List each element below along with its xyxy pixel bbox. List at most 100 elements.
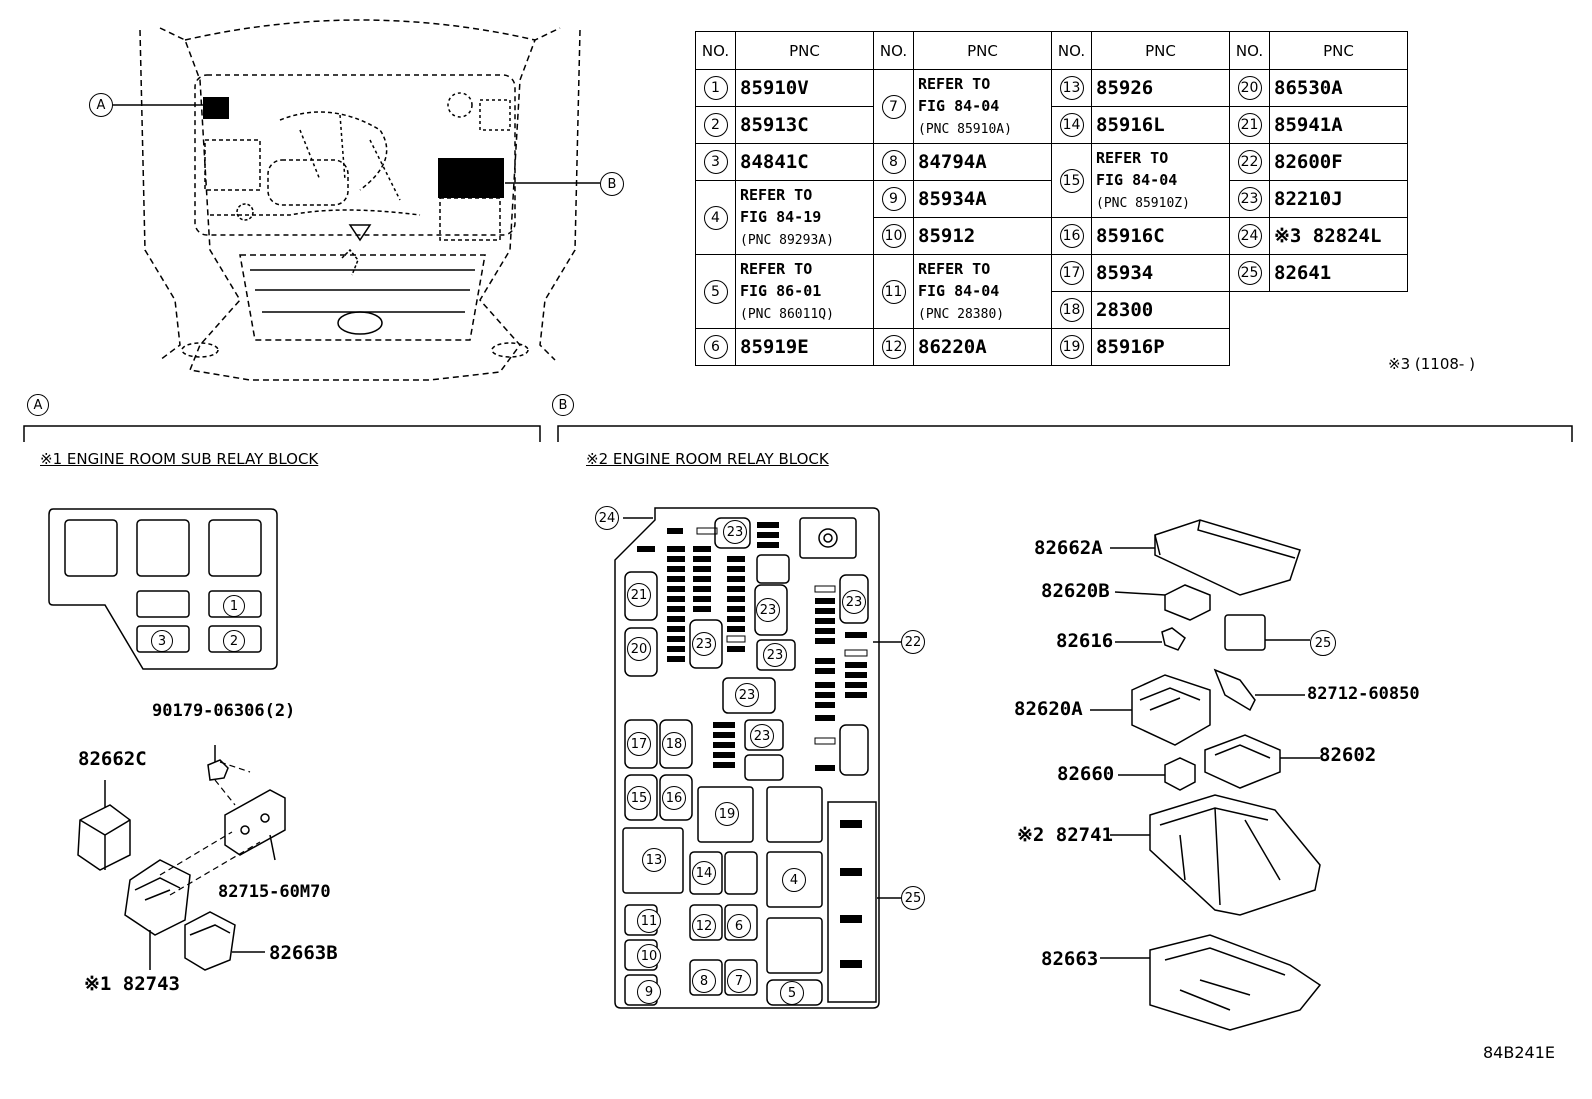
section-b-letter: B xyxy=(552,394,574,416)
pnc-value: 85919E xyxy=(735,328,874,366)
sub-relay-block-diagram xyxy=(48,508,278,670)
relay-block-item-23: 23 xyxy=(842,590,866,614)
sub-relay-parts-illustration xyxy=(77,745,286,971)
row-number: 20 xyxy=(1237,76,1262,100)
pnc-value: 85912 xyxy=(913,217,1052,255)
relay-block-item-21: 21 xyxy=(627,583,651,607)
figure-id: 84B241E xyxy=(1483,1043,1555,1062)
relay-block-item-23: 23 xyxy=(763,643,787,667)
row-number: 12 xyxy=(881,335,906,359)
relay-block-parts-illustration xyxy=(1090,519,1322,1031)
part-label-82616: 82616 xyxy=(1056,630,1114,652)
relay-block-item-9: 9 xyxy=(637,980,661,1004)
part-label-82663b: 82663B xyxy=(269,942,338,964)
part-label-82620b: 82620B xyxy=(1041,580,1110,602)
pnc-value: 82210J xyxy=(1269,180,1408,218)
table-header-no: NO. xyxy=(873,31,914,70)
row-number: 13 xyxy=(1059,76,1084,100)
relay-block-item-17: 17 xyxy=(627,732,651,756)
row-number: 17 xyxy=(1059,261,1084,285)
row-number: 10 xyxy=(881,224,906,248)
pnc-value: 82641 xyxy=(1269,254,1408,292)
part-label-82663: 82663 xyxy=(1041,948,1099,970)
relay-block-item-8: 8 xyxy=(692,969,716,993)
row-number: 21 xyxy=(1237,113,1262,137)
row-number: 6 xyxy=(703,335,728,359)
relay-block-item-23: 23 xyxy=(750,724,774,748)
row-number: 5 xyxy=(703,279,728,304)
row-number: 18 xyxy=(1059,298,1084,322)
relay-block-item-16: 16 xyxy=(662,786,686,810)
pnc-table: NO. PNC NO. PNC NO. PNC NO. PNC 1 85910V… xyxy=(695,31,1408,366)
relay-block-item-23: 23 xyxy=(723,520,747,544)
pnc-value: 85916C xyxy=(1091,217,1230,255)
row-number: 4 xyxy=(703,205,728,230)
row-number: 14 xyxy=(1059,113,1084,137)
row-number: 24 xyxy=(1237,224,1262,248)
row-number: 1 xyxy=(703,76,728,100)
relay-block-item-7: 7 xyxy=(727,969,751,993)
relay-block-item-18: 18 xyxy=(662,732,686,756)
pnc-value: 85916P xyxy=(1091,328,1230,366)
relay-block-item-24: 24 xyxy=(595,506,619,530)
relay-block-item-23: 23 xyxy=(735,683,759,707)
part-label-82662c: 82662C xyxy=(78,748,147,770)
section-brackets xyxy=(23,425,1573,442)
relay-block-item-14: 14 xyxy=(692,861,716,885)
section-a-title: ※1 ENGINE ROOM SUB RELAY BLOCK xyxy=(40,450,319,468)
part-label-screw: 90179-06306(2) xyxy=(152,701,296,721)
row-number: 11 xyxy=(881,279,906,304)
section-a-letter: A xyxy=(27,394,49,416)
pnc-value: 28300 xyxy=(1091,291,1230,329)
row-number: 25 xyxy=(1237,261,1262,285)
relay-block-item-5: 5 xyxy=(780,981,804,1005)
relay-block-item-10: 10 xyxy=(637,944,661,968)
relay-block-diagram xyxy=(614,507,901,1009)
section-b-title: ※2 ENGINE ROOM RELAY BLOCK xyxy=(586,450,829,468)
relay-block-item-20: 20 xyxy=(627,637,651,661)
row-number: 23 xyxy=(1237,187,1262,211)
pnc-value: 85941A xyxy=(1269,106,1408,144)
pnc-value: 85910V xyxy=(735,69,874,107)
callout-a: A xyxy=(89,93,113,117)
row-number: 16 xyxy=(1059,224,1084,248)
fuse-1-marker: 1 xyxy=(223,595,245,617)
part-label-82715: 82715-60M70 xyxy=(218,882,331,902)
pnc-value: 85926 xyxy=(1091,69,1230,107)
row-number: 9 xyxy=(881,187,906,211)
table-header-no: NO. xyxy=(1229,31,1270,70)
row-number: 3 xyxy=(703,150,728,174)
engine-bay-illustration xyxy=(113,19,600,381)
part-label-82662a: 82662A xyxy=(1034,537,1103,559)
table-header-no: NO. xyxy=(695,31,736,70)
pnc-value: 86220A xyxy=(913,328,1052,366)
row-number: 8 xyxy=(881,150,906,174)
relay-block-item-19: 19 xyxy=(715,802,739,826)
part-label-82712: 82712-60850 xyxy=(1307,684,1420,704)
row-number: 7 xyxy=(881,94,906,119)
table-header-no: NO. xyxy=(1051,31,1092,70)
pnc-value: 82600F xyxy=(1269,143,1408,181)
part-label-82602: 82602 xyxy=(1319,744,1377,766)
pnc-value: 86530A xyxy=(1269,69,1408,107)
table-header-pnc: PNC xyxy=(1091,31,1230,70)
pnc-value: 85916L xyxy=(1091,106,1230,144)
pnc-value: 85934 xyxy=(1091,254,1230,292)
callout-b: B xyxy=(600,172,624,196)
part-label-82660: 82660 xyxy=(1057,763,1115,785)
row-number: 2 xyxy=(703,113,728,137)
relay-block-item-23: 23 xyxy=(756,598,780,622)
relay-block-item-13: 13 xyxy=(642,848,666,872)
relay-block-item-25: 25 xyxy=(901,886,925,910)
relay-block-item-15: 15 xyxy=(627,786,651,810)
relay-block-item-11: 11 xyxy=(637,909,661,933)
part-label-82620a: 82620A xyxy=(1014,698,1083,720)
relay-block-item-4: 4 xyxy=(782,868,806,892)
pnc-value: 85913C xyxy=(735,106,874,144)
row-number: 22 xyxy=(1237,150,1262,174)
row-number: 15 xyxy=(1059,168,1084,193)
